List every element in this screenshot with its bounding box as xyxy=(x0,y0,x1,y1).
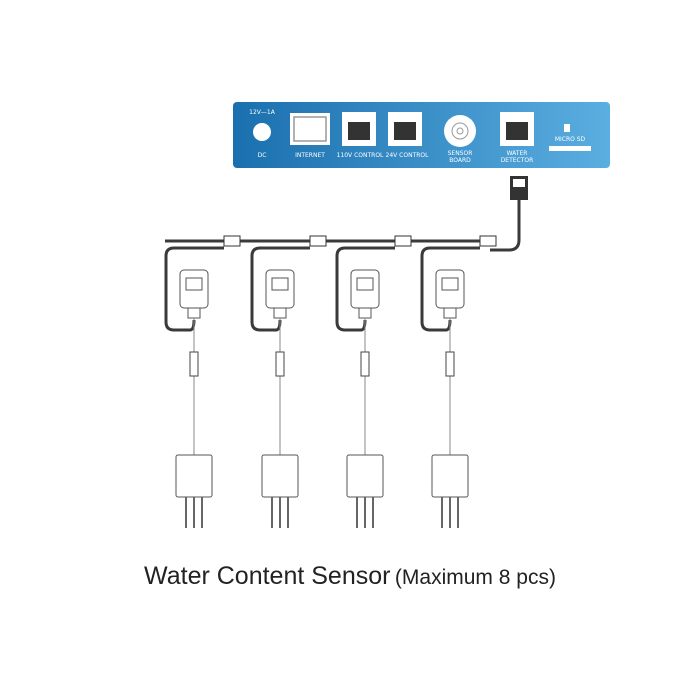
port-label-sd: MICRO SD xyxy=(555,136,586,143)
bnc-port-icon xyxy=(444,115,476,147)
power-rating: 12V—1A xyxy=(249,109,276,116)
transmitter-display xyxy=(441,277,459,291)
sensor-unit xyxy=(250,235,327,528)
drop-cable xyxy=(164,246,224,332)
port-label-24v: 24V CONTROL xyxy=(386,152,430,159)
ethernet-port-icon xyxy=(290,113,330,145)
transmitter-display xyxy=(356,277,374,291)
inline-connector xyxy=(360,351,370,377)
transmitter-box xyxy=(350,269,380,309)
rj-port-icon-110v xyxy=(342,112,376,146)
drop-cable xyxy=(420,246,480,332)
soil-probe-body xyxy=(431,454,469,498)
soil-probe-body xyxy=(346,454,384,498)
soil-probe-body xyxy=(175,454,213,498)
splitter-connector xyxy=(394,235,412,247)
caption-note: (Maximum 8 pcs) xyxy=(394,566,556,589)
rj-plug xyxy=(510,176,528,200)
inline-connector xyxy=(275,351,285,377)
port-label-110v: 110V CONTROL xyxy=(337,152,384,159)
sd-card-icon xyxy=(564,124,570,132)
port-label-detector: DETECTOR xyxy=(501,157,534,164)
main-cable xyxy=(490,200,521,252)
drop-cable xyxy=(335,246,395,332)
port-label-board: BOARD xyxy=(449,157,471,164)
splitter-connector xyxy=(309,235,327,247)
transmitter-display xyxy=(185,277,203,291)
transmitter-box xyxy=(179,269,209,309)
caption-title: Water Content Sensor xyxy=(144,562,391,590)
transmitter-display xyxy=(271,277,289,291)
sd-slot-icon xyxy=(549,146,591,151)
rj-port-icon-24v xyxy=(388,112,422,146)
transmitter-box xyxy=(265,269,295,309)
sensor-unit xyxy=(335,235,412,528)
soil-probe-body xyxy=(261,454,299,498)
rj-port-icon-water xyxy=(500,112,534,146)
port-label-internet: INTERNET xyxy=(295,152,325,159)
dc-jack-icon xyxy=(253,123,271,141)
splitter-connector xyxy=(479,235,497,247)
transmitter-box xyxy=(435,269,465,309)
port-label-water: WATER xyxy=(507,150,528,157)
drop-cable xyxy=(250,246,310,332)
splitter-connector xyxy=(223,235,241,247)
inline-connector xyxy=(445,351,455,377)
sensor-unit xyxy=(420,235,497,528)
caption: Water Content Sensor (Maximum 8 pcs) xyxy=(0,562,700,591)
sensor-unit xyxy=(164,235,241,528)
controller-panel: 12V—1A DC INTERNET 110V CONTROL 24V CONT… xyxy=(233,102,610,168)
port-label-dc: DC xyxy=(258,152,267,159)
inline-connector xyxy=(189,351,199,377)
port-label-sensor: SENSOR xyxy=(448,150,473,157)
